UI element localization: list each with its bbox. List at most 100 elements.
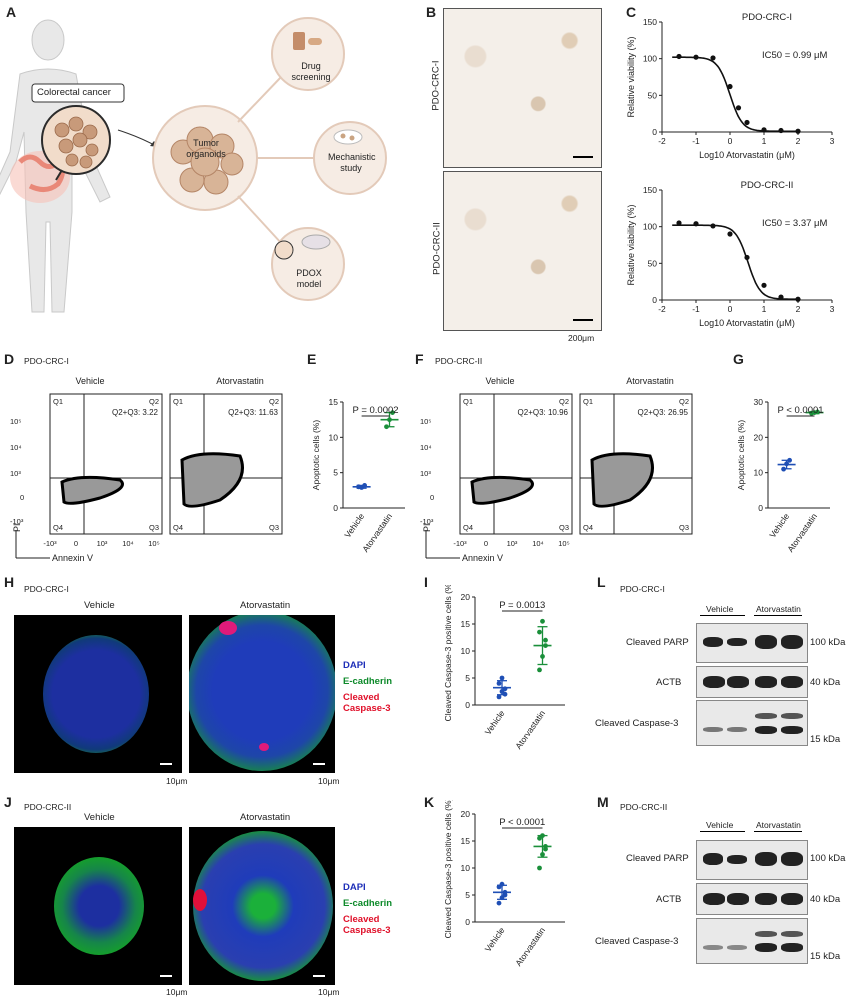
brightfield-image-crc2: [443, 171, 602, 331]
quadrant-percentage: Q2+Q3: 11.63: [228, 408, 278, 417]
scale-bar: [573, 319, 593, 321]
fluorescence-image-vehicle: [14, 615, 182, 773]
panel-letter-j: J: [4, 794, 12, 810]
data-point: [499, 881, 505, 887]
blot-label-actb: ACTB: [656, 677, 682, 688]
flow-plot-frame: [49, 393, 163, 535]
y-tick-label: 50: [648, 90, 658, 100]
legend-caspase-line1: Cleaved: [343, 692, 380, 703]
data-point: [537, 667, 542, 673]
scale-label: 10μm: [166, 987, 188, 997]
tumor-organoids-label: Tumor organoids: [186, 138, 226, 159]
data-point: [543, 643, 548, 648]
quadrant-label: Q3: [149, 523, 159, 532]
fluorescence-image-atorvastatin: [189, 827, 335, 985]
x-tick-label: 0: [728, 304, 733, 314]
y-tick-label: 100: [643, 222, 657, 232]
western-blot-actb: [696, 883, 808, 915]
scale-bar: [160, 975, 172, 977]
x-tick-label: 10⁴: [532, 539, 544, 548]
x-category-label: Vehicle: [483, 925, 507, 953]
y-tick-label: 150: [643, 17, 657, 27]
x-tick-label: -10³: [43, 539, 57, 548]
y-tick-label: 20: [754, 432, 764, 442]
x-axis-label: Log10 Atorvastatin (μM): [699, 150, 795, 160]
vehicle-label: Vehicle: [84, 812, 115, 823]
pdox-model-label: PDOX model: [296, 268, 322, 289]
fluorescence-image-vehicle: [14, 827, 182, 985]
quadrant-label: Q2: [559, 397, 569, 406]
quadrant-label: Q4: [463, 523, 473, 532]
legend-dapi: DAPI: [343, 660, 366, 671]
cell-line-label: PDO-CRC-II: [620, 802, 668, 812]
quadrant-label: Q3: [679, 523, 689, 532]
data-point: [735, 105, 742, 111]
group-underline: [754, 831, 802, 832]
legend-caspase-line1: Cleaved: [343, 914, 380, 925]
legend-caspase-line2: Caspase-3: [343, 703, 391, 714]
data-point: [540, 618, 545, 624]
row-label-crc1: PDO-CRC-I: [430, 60, 442, 111]
data-point: [693, 221, 699, 227]
panel-letter-k: K: [424, 794, 435, 810]
group-underline: [754, 615, 802, 616]
x-tick-label: 3: [830, 304, 835, 314]
atorvastatin-label: Atorvastatin: [626, 376, 674, 386]
x-tick-label: -2: [658, 304, 666, 314]
brightfield-image-crc1: [443, 8, 602, 168]
quadrant-label: Q2: [269, 397, 279, 406]
y-axis-label: Relative viability (%): [626, 204, 636, 285]
quadrant-label: Q4: [583, 523, 593, 532]
quadrant-label: Q3: [559, 523, 569, 532]
x-tick-label: -1: [692, 136, 700, 146]
chart-title: PDO-CRC-II: [741, 180, 794, 191]
organoid: [54, 857, 144, 955]
y-tick-label: -10³: [420, 517, 434, 526]
quadrant-label: Q1: [173, 397, 183, 406]
data-point: [502, 892, 508, 898]
y-tick-label: 10⁴: [420, 443, 432, 452]
y-tick-label: 10³: [10, 469, 21, 478]
x-tick-label: 2: [796, 304, 801, 314]
scale-label: 10μm: [318, 987, 340, 997]
quadrant-label: Q2: [679, 397, 689, 406]
y-tick-label: 15: [461, 619, 471, 629]
panel-letter-l: L: [597, 574, 606, 590]
y-tick-label: 20: [461, 592, 471, 602]
y-axis-label: PI: [12, 523, 22, 532]
pill-icon: [308, 38, 322, 45]
x-tick-label: 2: [796, 136, 801, 146]
x-tick-label: 1: [762, 136, 767, 146]
x-category-label: Vehicle: [767, 511, 791, 539]
data-point: [744, 254, 750, 261]
quadrant-percentage: Q2+Q3: 3.22: [112, 408, 159, 417]
data-point: [362, 482, 367, 488]
panel-letter-h: H: [4, 574, 15, 590]
caspase-signal: [193, 889, 207, 911]
data-point: [710, 55, 716, 61]
y-axis-label: PI: [422, 523, 432, 532]
vehicle-label: Vehicle: [75, 376, 104, 386]
y-tick-label: -10³: [10, 517, 24, 526]
data-point: [496, 900, 502, 906]
x-tick-label: 3: [830, 136, 835, 146]
x-category-label: Atorvastatin: [513, 925, 547, 968]
data-point: [676, 53, 682, 60]
y-tick-label: 0: [465, 917, 470, 927]
y-tick-label: 150: [643, 185, 657, 195]
marker-15kda: 15 kDa: [810, 951, 841, 962]
marker-100kda: 100 kDa: [810, 853, 846, 864]
y-tick-label: 0: [20, 493, 24, 502]
y-axis-label: Apoptotic cells (%): [311, 420, 321, 491]
panel-letter-b: B: [426, 4, 437, 20]
vehicle-label: Vehicle: [706, 820, 734, 830]
cell-line-label: PDO-CRC-II: [435, 356, 483, 366]
data-point: [540, 852, 545, 857]
blot-label-caspase3: Cleaved Caspase-3: [595, 718, 679, 729]
data-point: [761, 127, 767, 133]
